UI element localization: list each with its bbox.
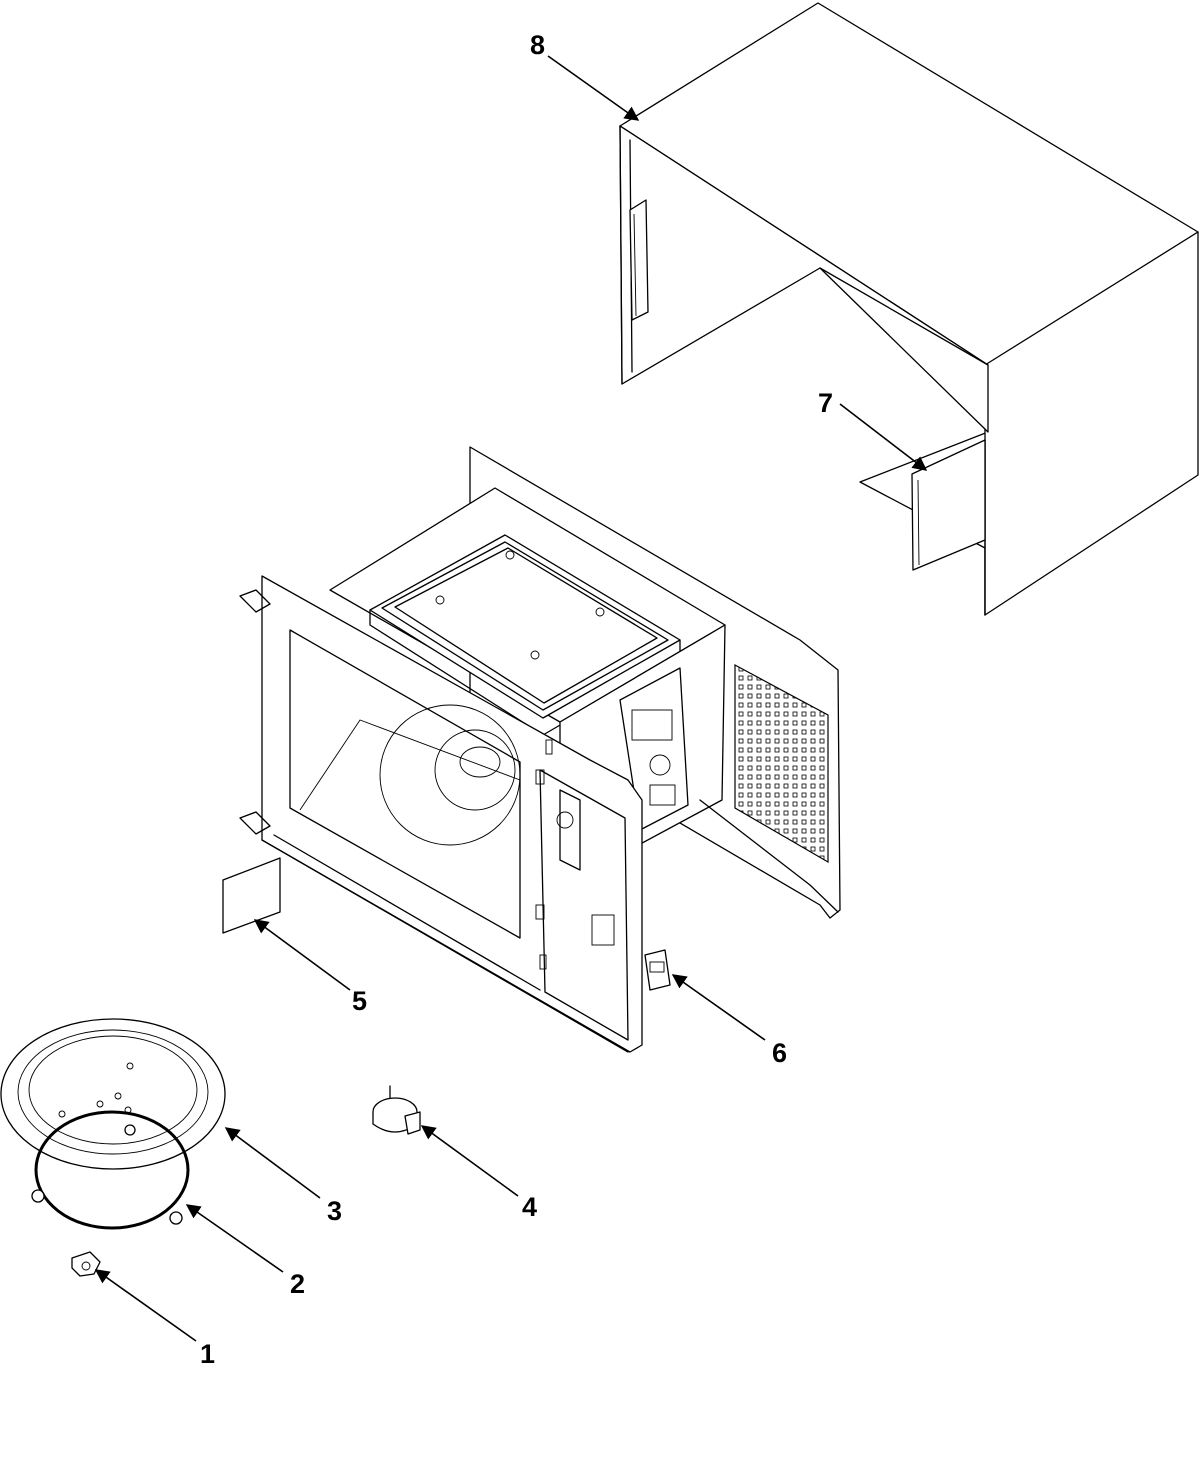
callout-6: 6 <box>772 1038 787 1068</box>
callout-leaders <box>94 55 928 1342</box>
leader-4 <box>420 1125 519 1197</box>
callout-7: 7 <box>818 388 833 418</box>
callout-8: 8 <box>530 30 545 60</box>
turntable-motor-part <box>372 1085 421 1135</box>
callout-2: 2 <box>290 1269 305 1299</box>
door-switch-part <box>644 949 671 991</box>
glass-tray-part <box>0 1018 226 1170</box>
leader-2 <box>185 1204 284 1273</box>
callout-1: 1 <box>200 1339 215 1369</box>
cabinet-label-part <box>911 439 986 571</box>
leader-7 <box>839 403 928 471</box>
leader-3 <box>224 1127 321 1199</box>
oven-chassis <box>239 446 841 1053</box>
callout-5: 5 <box>352 986 367 1016</box>
outer-cabinet-part <box>619 2 1199 616</box>
leader-8 <box>547 55 640 121</box>
cavity-label-part <box>222 857 281 934</box>
leader-6 <box>671 974 766 1041</box>
callout-labels: 8 7 5 6 3 4 2 1 <box>200 30 833 1369</box>
coupler-part <box>71 1251 101 1277</box>
leader-1 <box>94 1269 197 1342</box>
leader-5 <box>253 919 351 991</box>
callout-3: 3 <box>327 1196 342 1226</box>
callout-4: 4 <box>522 1192 537 1222</box>
roller-ring-part <box>31 1110 190 1230</box>
